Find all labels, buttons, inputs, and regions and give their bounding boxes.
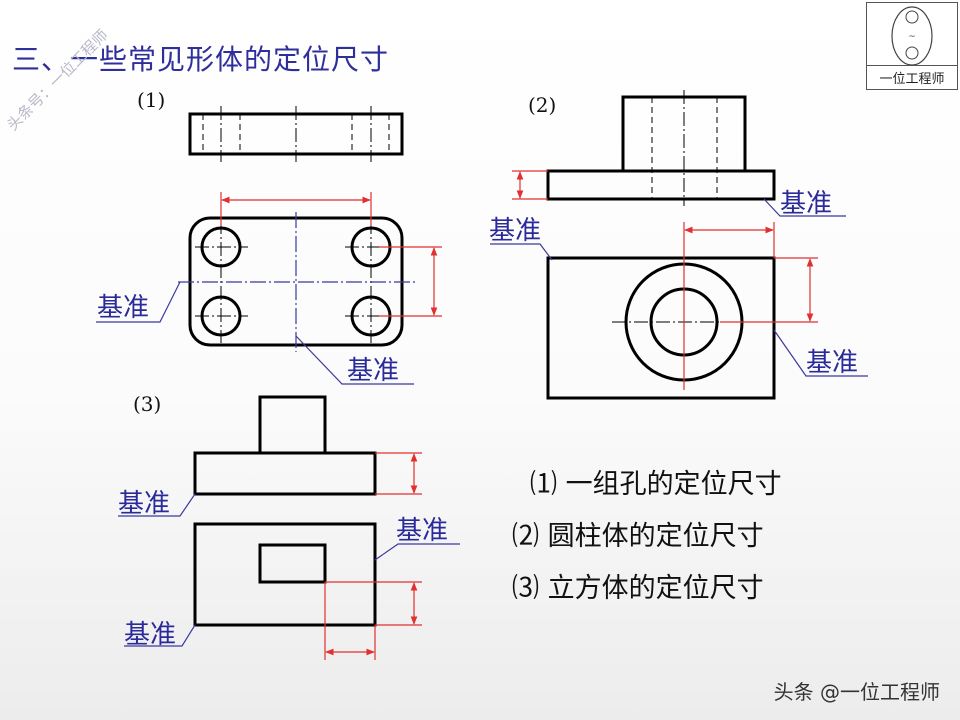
caption-1-number: ⑴ [530, 469, 557, 500]
datum-label-fig2-top-right: 基准 [780, 189, 833, 219]
datum-label-fig3-left-bottom: 基准 [124, 620, 177, 650]
caption-1-text: 一组孔的定位尺寸 [565, 469, 782, 500]
figure-3-label: (3) [133, 392, 162, 416]
figure-1-top-view [96, 192, 442, 385]
logo: ~ 一位工程师 [866, 2, 958, 90]
datum-label-fig1-left: 基准 [97, 293, 150, 323]
caption-2-text: 圆柱体的定位尺寸 [547, 521, 764, 552]
caption-2-number: ⑵ [512, 521, 539, 552]
figure-1-front-view [188, 106, 404, 162]
watermark-bottom: 头条 @一位工程师 [773, 680, 940, 704]
caption-2: ⑵ 圆柱体的定位尺寸 [512, 514, 764, 553]
figure-2-label: (2) [528, 93, 557, 117]
figure-3-top-view [124, 522, 460, 660]
datum-label-fig3-right: 基准 [396, 516, 449, 546]
svg-text:~: ~ [908, 32, 916, 42]
figure-1-label: (1) [137, 88, 166, 112]
datum-label-fig2-left: 基准 [489, 216, 542, 246]
caption-3-text: 立方体的定位尺寸 [547, 573, 764, 604]
datum-label-fig2-right: 基准 [806, 348, 859, 378]
figure-3-front-view [118, 395, 422, 517]
caption-3: ⑶ 立方体的定位尺寸 [512, 566, 764, 605]
datum-label-fig1-bottom: 基准 [347, 356, 400, 386]
datum-label-fig3-left-top: 基准 [118, 489, 171, 519]
logo-text: 一位工程师 [867, 65, 957, 87]
figure-2-front-view [512, 90, 846, 217]
caption-1: ⑴ 一组孔的定位尺寸 [530, 462, 782, 501]
page-title: 三、一些常见形体的定位尺寸 [12, 43, 390, 76]
caption-3-number: ⑶ [512, 573, 539, 604]
figure-2-top-view [490, 222, 868, 400]
